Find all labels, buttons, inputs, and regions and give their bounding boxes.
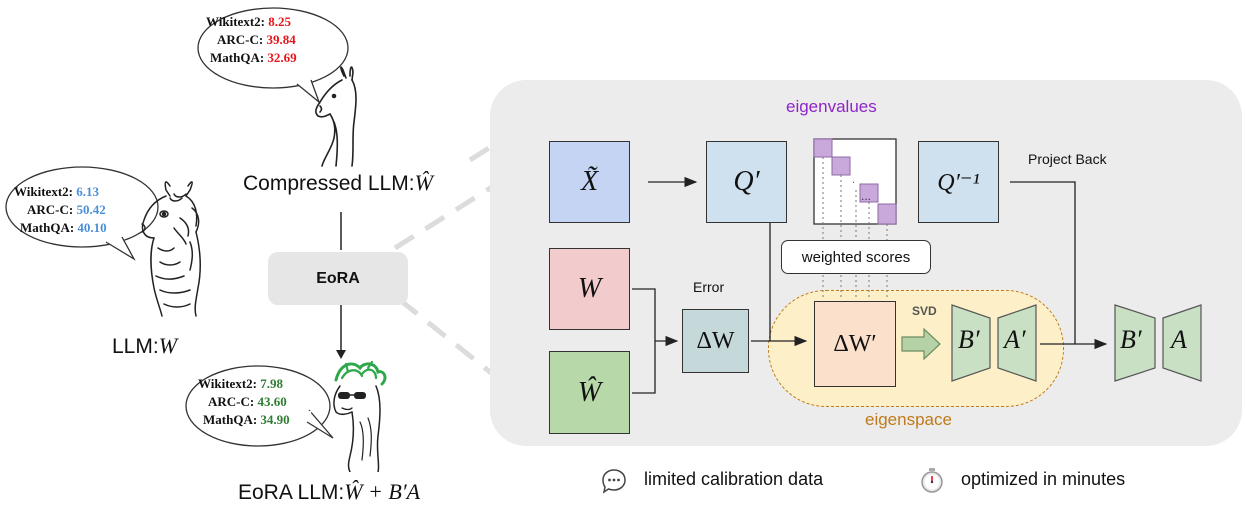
- llm-caption: LLM:W: [112, 333, 178, 358]
- delta-w-prime-box: ΔW′: [814, 301, 896, 387]
- w-label: W: [577, 273, 602, 304]
- original-wikitext-score: Wikitext2: 6.13: [14, 184, 99, 199]
- b-prime-label: B′: [958, 325, 980, 354]
- x-tilde-box: X̃: [549, 141, 630, 223]
- calibration-label: limited calibration data: [644, 469, 824, 489]
- compressed-speech-bubble: [197, 7, 349, 104]
- eora-button-label: EoRA: [316, 269, 360, 287]
- weighted-scores-tag: weighted scores: [781, 240, 931, 274]
- compressed-llm-caption: Compressed LLM:Ŵ: [243, 170, 433, 195]
- eora-arc-score: ARC-C: 43.60: [208, 394, 287, 409]
- q-inverse-label: Q′⁻¹: [937, 169, 980, 196]
- svg-text:.: .: [852, 174, 855, 186]
- delta-w-label: ΔW: [696, 327, 735, 354]
- original-arc-score: ARC-C: 50.42: [27, 202, 106, 217]
- final-a-label: A: [1171, 325, 1187, 354]
- svd-label: SVD: [912, 304, 937, 318]
- compressed-arc-score: ARC-C: 39.84: [217, 32, 296, 47]
- w-hat-label: Ŵ: [577, 376, 602, 408]
- chat-bubble-icon: [602, 469, 626, 494]
- original-llama-icon: [141, 181, 201, 317]
- eora-wikitext-score: Wikitext2: 7.98: [198, 376, 283, 391]
- original-mathqa-score: MathQA: 40.10: [20, 220, 107, 235]
- eora-mathqa-score: MathQA: 34.90: [203, 412, 290, 427]
- stopwatch-icon: [921, 468, 943, 493]
- original-speech-bubble: [5, 166, 159, 261]
- eigenvalues-label: eigenvalues: [786, 97, 877, 116]
- q-prime-box: Q′: [706, 141, 787, 223]
- eigenvalue-matrix: . ...: [813, 138, 897, 240]
- a-prime-label: A′: [1004, 325, 1026, 354]
- compressed-mathqa-score: MathQA: 32.69: [210, 50, 297, 65]
- q-inverse-box: Q′⁻¹: [918, 141, 999, 223]
- delta-w-box: ΔW: [682, 309, 749, 373]
- w-hat-box: Ŵ: [549, 351, 630, 434]
- speed-label: optimized in minutes: [961, 469, 1126, 489]
- delta-w-prime-label: ΔW′: [833, 330, 877, 357]
- eigenspace-label: eigenspace: [865, 410, 952, 429]
- weighted-scores-label: weighted scores: [801, 248, 911, 266]
- compressed-llama-icon: [315, 66, 357, 167]
- error-label: Error: [693, 279, 725, 295]
- matrix-ellipsis: ...: [861, 189, 871, 203]
- eora-llama-icon: [333, 360, 387, 472]
- eora-llm-caption: EoRA LLM:Ŵ + B′A: [238, 479, 421, 504]
- eora-speech-bubble: [185, 365, 334, 447]
- w-box: W: [549, 248, 630, 330]
- final-b-prime-label: B′: [1120, 325, 1142, 354]
- project-back-label: Project Back: [1028, 151, 1107, 167]
- eora-button[interactable]: EoRA: [268, 252, 408, 305]
- compressed-wikitext-score: Wikitext2: 8.25: [206, 14, 291, 29]
- x-tilde-label: X̃: [580, 166, 599, 197]
- q-prime-label: Q′: [733, 166, 760, 197]
